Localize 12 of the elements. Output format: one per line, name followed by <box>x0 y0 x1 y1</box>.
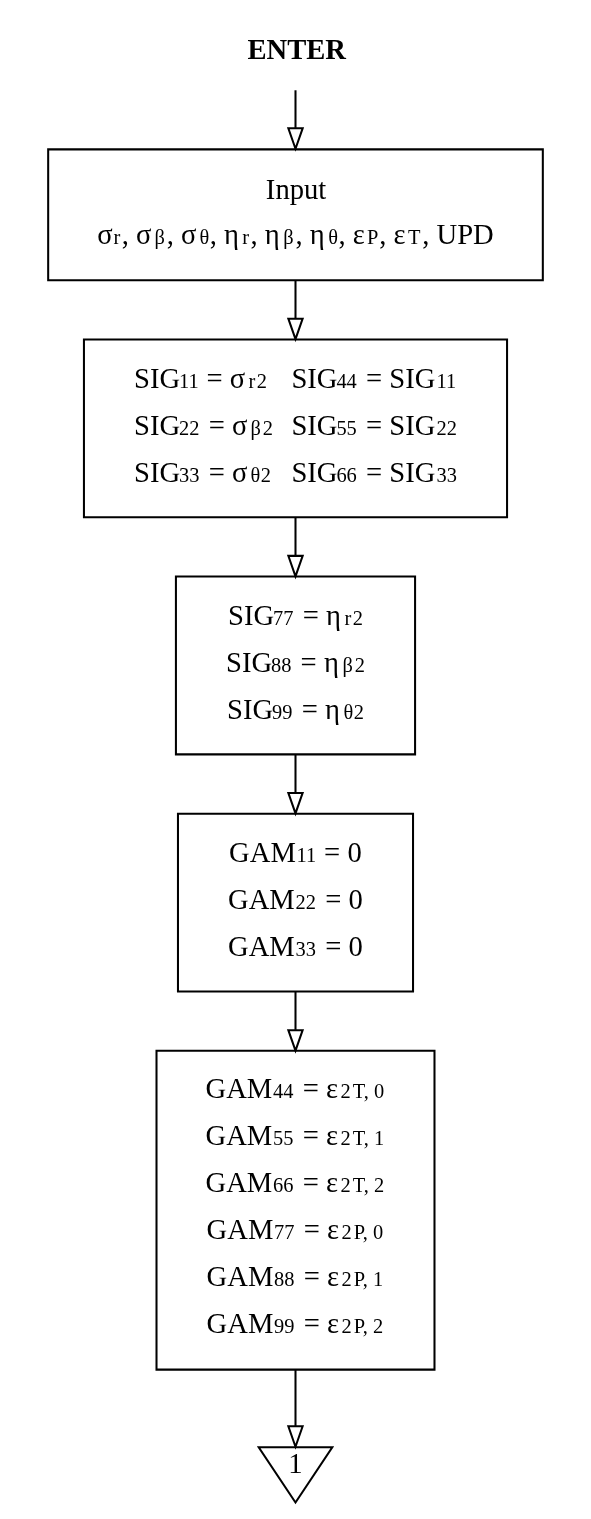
node-box: GAM11 = 0 GAM22 = 0 GAM33 = 0 <box>176 812 415 993</box>
arrow <box>286 517 305 580</box>
node-box: SIG11 = σr2 SIG44 = SIG11 SIG22 = σβ2 SIG55 = SIG22 SIG33 = σθ2 SIG66 = SIG33 <box>82 338 509 519</box>
arrow <box>286 991 305 1054</box>
arrow <box>286 280 305 343</box>
node-text: ENTER <box>247 33 347 65</box>
node-box: GAM44 = ε2T, 0 GAM55 = ε2T, 1 GAM66 = ε2T, 2 GAM77 = ε2P, 0 GAM88 = ε2P, 1 GAM99 = ε2P, 2 <box>155 1049 436 1371</box>
arrow <box>286 1370 305 1450</box>
arrow <box>286 754 305 817</box>
node-box: Input σr, σβ, σθ, ηr, ηβ, ηθ, εP, εT, UPD <box>47 148 544 282</box>
arrow <box>286 90 305 152</box>
node-box: SIG77 = ηr2 SIG88 = ηβ2 SIG99 = ηθ2 <box>174 575 417 756</box>
